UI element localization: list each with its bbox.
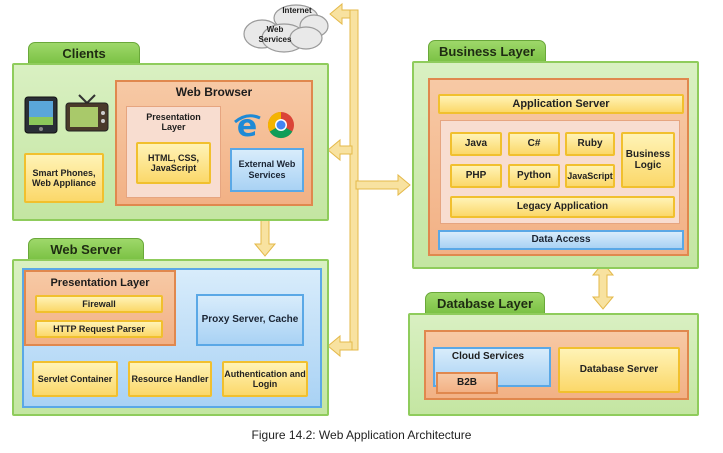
- data-access-box: Data Access: [438, 230, 684, 250]
- database-server-box: Database Server: [558, 347, 680, 393]
- http-request-parser-box: HTTP Request Parser: [35, 320, 163, 338]
- lang-javascript: JavaScript: [565, 164, 615, 188]
- client-presentation-label: Presentation Layer: [146, 112, 201, 133]
- firewall-box: Firewall: [35, 295, 163, 313]
- lang-java: Java: [450, 132, 502, 156]
- tablet-icon: [24, 96, 58, 134]
- b2b-label: B2B: [456, 377, 477, 388]
- resource-handler-box: Resource Handler: [128, 361, 212, 397]
- arrow-business-database: [591, 262, 615, 310]
- lang-python: Python: [508, 164, 560, 188]
- external-web-services-box: External Web Services: [230, 148, 304, 192]
- legacy-application-box: Legacy Application: [450, 196, 675, 218]
- web-server-tab: Web Server: [28, 238, 144, 260]
- application-server-box: Application Server: [438, 94, 684, 114]
- arrow-trunk: [349, 9, 359, 351]
- figure-caption: Figure 14.2: Web Application Architectur…: [251, 428, 472, 442]
- arrow-to-business: [355, 173, 411, 197]
- cloud-label-services: Services: [258, 35, 292, 44]
- cloud-label-web: Web: [266, 25, 284, 34]
- television-icon: [65, 94, 109, 132]
- cloud-label-internet: Internet: [282, 6, 312, 15]
- chrome-icon: [267, 111, 294, 139]
- b2b-box: [436, 372, 498, 394]
- arrow-to-web-server: [327, 334, 353, 358]
- arrow-to-clients: [327, 138, 353, 162]
- business-logic-box: Business Logic: [621, 132, 675, 188]
- web-browser-label: Web Browser: [175, 85, 253, 99]
- cloud-services-label: Cloud Services: [451, 351, 525, 362]
- business-layer-tab: Business Layer: [428, 40, 546, 62]
- html-css-js-box: HTML, CSS, JavaScript: [136, 142, 211, 184]
- internet-cloud-icon: [243, 4, 329, 53]
- authentication-login-box: Authentication and Login: [222, 361, 308, 397]
- server-presentation-label: Presentation Layer: [50, 277, 150, 289]
- proxy-server-cache-box: Proxy Server, Cache: [196, 294, 304, 346]
- clients-tab: Clients: [28, 42, 140, 64]
- lang-ruby: Ruby: [565, 132, 615, 156]
- lang-php: PHP: [450, 164, 502, 188]
- servlet-container-box: Servlet Container: [32, 361, 118, 397]
- internet-explorer-icon: e: [234, 110, 261, 140]
- smart-phones-box: Smart Phones, Web Appliance: [24, 153, 104, 203]
- database-layer-tab: Database Layer: [425, 292, 545, 314]
- lang-csharp: C#: [508, 132, 560, 156]
